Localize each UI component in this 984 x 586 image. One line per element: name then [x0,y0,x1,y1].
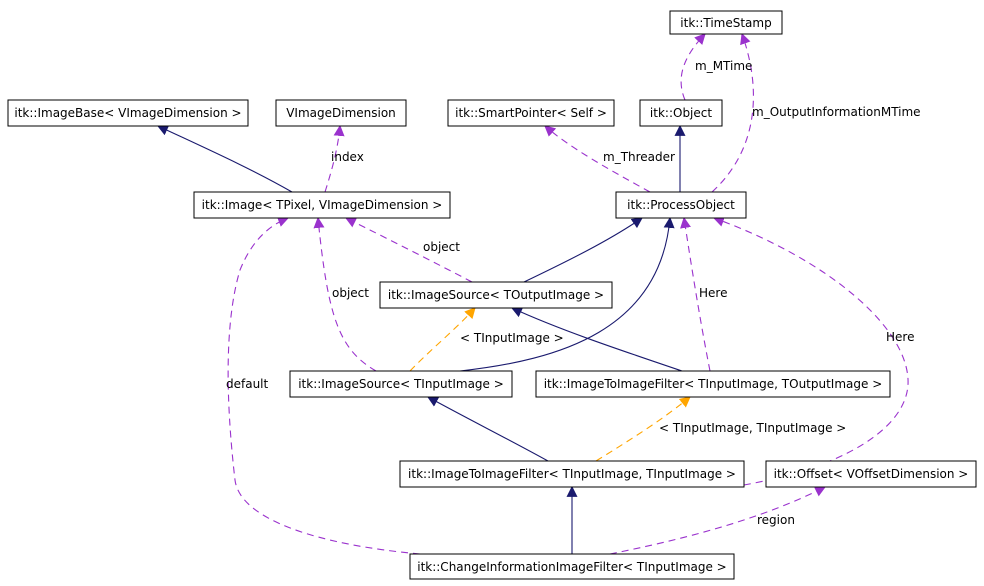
node-smartpointer[interactable]: itk::SmartPointer< Self > [447,99,615,127]
node-image[interactable]: itk::Image< TPixel, VImageDimension > [193,191,451,219]
edge-e4 [680,33,706,101]
edge-e1 [157,125,293,193]
node-imagetoimagefilter-tinput-tinput[interactable]: itk::ImageToImageFilter< TInputImage, TI… [399,460,745,488]
edge-label-e4: m_MTime [695,59,752,73]
node-imagesource-toutputimage[interactable]: itk::ImageSource< TOutputImage > [379,281,613,309]
edge-label-e13: Here [699,286,727,300]
edge-label-e6: m_Threader [603,150,675,164]
edge-e13 [680,216,711,372]
edge-label-e2: index [331,150,364,164]
edge-e15 [595,396,691,462]
node-label: itk::ImageToImageFilter< TInputImage, TO… [544,377,883,391]
node-processobject[interactable]: itk::ProcessObject [615,191,747,219]
node-offset[interactable]: itk::Offset< VOffsetDimension > [765,460,977,488]
node-label: itk::ImageBase< VImageDimension > [14,106,241,120]
node-label: itk::ChangeInformationImageFilter< TInpu… [417,560,727,574]
node-label: itk::ProcessObject [627,198,735,212]
node-imagebase[interactable]: itk::ImageBase< VImageDimension > [7,99,249,127]
edge-e7 [523,217,643,283]
node-label: itk::ImageSource< TInputImage > [298,377,504,391]
edge-e18 [609,486,826,555]
node-label: itk::Image< TPixel, VImageDimension > [202,198,443,212]
edge-label-e11: < TInputImage > [460,331,564,345]
edge-e3 [711,32,754,193]
edge-e9 [313,216,377,372]
edge-e16 [712,216,909,488]
edge-label-e15: < TInputImage, TInputImage > [659,421,846,435]
edge-label-e19: default [226,377,269,391]
node-object[interactable]: itk::Object [639,99,723,127]
edge-e6 [544,125,651,193]
node-timestamp[interactable]: itk::TimeStamp [669,10,783,35]
node-label: itk::Offset< VOffsetDimension > [774,467,969,481]
edge-e14 [427,396,549,462]
edge-label-e9: object [332,286,369,300]
node-label: itk::ImageToImageFilter< TInputImage, TI… [408,467,736,481]
edge-e8 [345,217,473,283]
node-label: itk::SmartPointer< Self > [455,106,607,120]
edge-e19 [227,216,421,555]
node-label: itk::ImageSource< TOutputImage > [388,288,604,302]
edge-label-e18: region [757,513,795,527]
node-imagetoimagefilter-tinput-toutput[interactable]: itk::ImageToImageFilter< TInputImage, TO… [535,370,891,398]
node-vimagedimension[interactable]: VImageDimension [275,99,407,127]
node-label: VImageDimension [286,106,396,120]
edge-label-e8: object [423,240,460,254]
edge-e10 [459,216,675,372]
node-label: itk::Object [650,106,712,120]
edge-label-e3: m_OutputInformationMTime [752,105,921,119]
node-label: itk::TimeStamp [680,16,771,30]
edge-label-e16: Here [886,330,914,344]
node-changeinformationimagefilter[interactable]: itk::ChangeInformationImageFilter< TInpu… [409,553,735,580]
edge-e2 [324,124,345,193]
edge-e12 [510,307,683,372]
node-imagesource-tinputimage[interactable]: itk::ImageSource< TInputImage > [289,370,513,398]
